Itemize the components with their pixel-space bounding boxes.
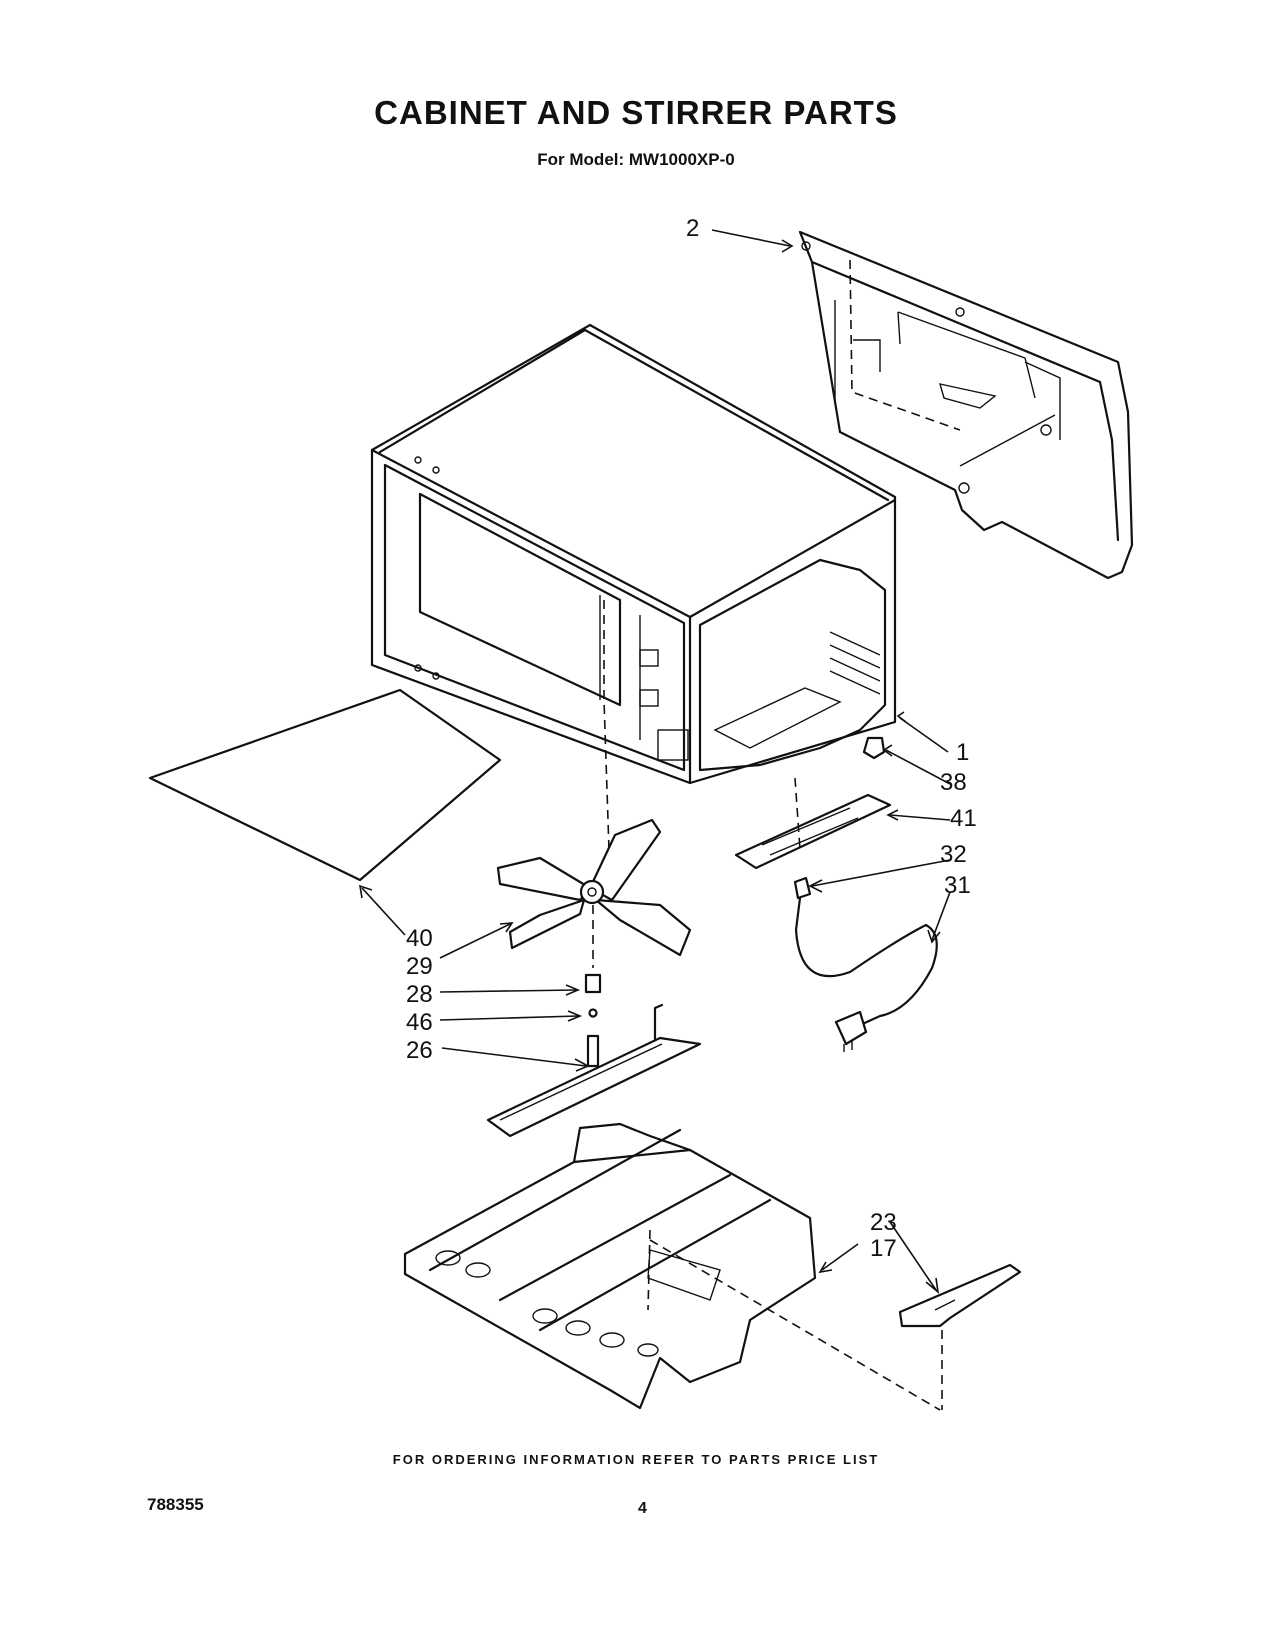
callout-29: 29 (406, 953, 433, 980)
model-subtitle: For Model: MW1000XP-0 (537, 150, 735, 169)
callout-23: 23 (870, 1209, 897, 1236)
page-number: 4 (638, 1500, 647, 1517)
part-26-shaft-bracket (486, 1003, 702, 1138)
callout-38: 38 (940, 769, 967, 796)
part-1-cabinet (370, 323, 897, 881)
part-32-grommet (793, 876, 812, 900)
part-28-screw (584, 973, 602, 994)
callout-41: 41 (950, 805, 977, 832)
part-2-back-panel (798, 230, 1134, 580)
part-41-bracket-plate (734, 777, 892, 870)
part-31-power-cord (794, 896, 938, 1052)
document-number: 788355 (147, 1495, 204, 1514)
leader-lines (358, 229, 951, 1294)
callout-28: 28 (406, 981, 433, 1008)
callout-1: 1 (956, 739, 969, 766)
callout-2: 2 (686, 215, 699, 242)
part-29-stirrer-fan (496, 818, 692, 968)
part-46-washer (588, 1008, 598, 1018)
part-17-base-plate (403, 1122, 941, 1411)
callout-17: 17 (870, 1235, 897, 1262)
callout-40: 40 (406, 925, 433, 952)
part-40-sheet (148, 688, 502, 882)
ordering-note: FOR ORDERING INFORMATION REFER TO PARTS … (392, 1452, 880, 1467)
part-23-bracket (898, 1263, 1022, 1410)
callout-26: 26 (406, 1037, 433, 1064)
callout-31: 31 (944, 872, 971, 899)
part-38-foot (862, 736, 886, 760)
callout-32: 32 (940, 841, 967, 868)
page-title: CABINET AND STIRRER PARTS (374, 94, 898, 131)
callout-46: 46 (406, 1009, 433, 1036)
